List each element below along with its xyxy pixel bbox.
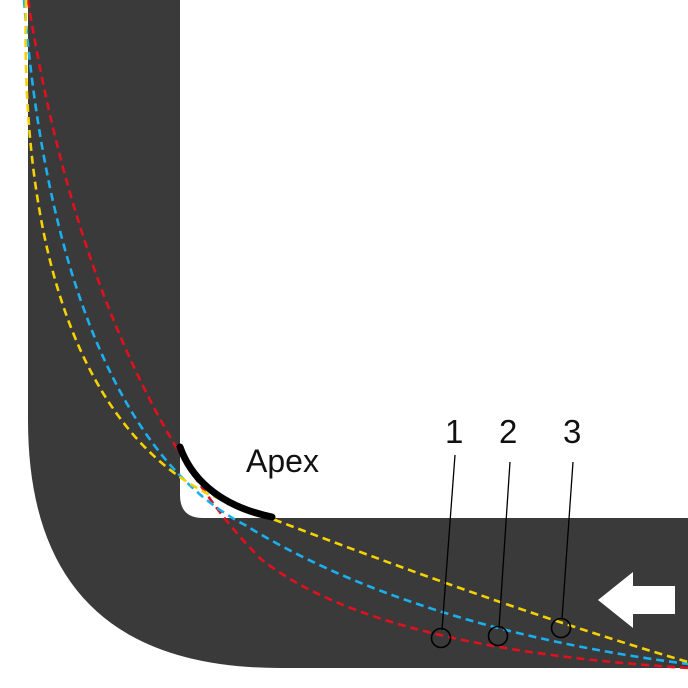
line-3-marker-circle <box>550 617 572 639</box>
line-3-label: 3 <box>563 413 581 450</box>
apex-marker <box>176 443 276 521</box>
leader-line-2 <box>498 461 511 629</box>
racing-line-3 <box>24 0 688 664</box>
leader-line-1 <box>441 454 456 631</box>
line-2-label: 2 <box>499 413 517 450</box>
line-2-marker-circle <box>487 625 509 647</box>
leader-line-3 <box>561 461 574 620</box>
apex-label: Apex <box>246 443 319 479</box>
racing-line-2 <box>22 0 688 666</box>
track-surface <box>28 0 688 668</box>
line-1-marker-circle <box>430 627 452 649</box>
racing-line-1 <box>26 0 688 670</box>
line-1-label: 1 <box>445 413 463 450</box>
arrow-left-icon <box>598 572 675 628</box>
